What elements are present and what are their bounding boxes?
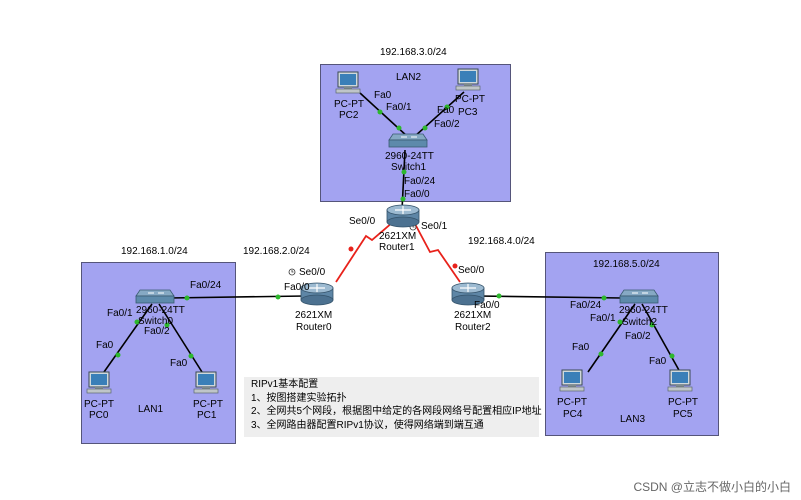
switch2-name-label: Switch2 <box>622 317 658 328</box>
switch0-name-label: Switch0 <box>138 316 174 327</box>
router2-fa00-label: Fa0/0 <box>474 300 500 311</box>
switch0-fa024-label: Fa0/24 <box>190 280 222 291</box>
router0-fa00-label: Fa0/0 <box>284 282 310 293</box>
pc4-icon[interactable] <box>559 369 585 392</box>
switch2-fa01-label: Fa0/1 <box>590 313 616 324</box>
switch0-fa02-label: Fa0/2 <box>144 326 170 337</box>
switch1-model-label: 2960-24TT <box>385 151 434 162</box>
lan3-label: LAN3 <box>620 414 646 425</box>
switch0-model-label: 2960-24TT <box>136 305 185 316</box>
pc2-port-label: Fa0 <box>374 90 392 101</box>
pc0-name-label: PC0 <box>89 410 109 421</box>
router1-name-label: Router1 <box>379 242 415 253</box>
router1-se01-label: Se0/1 <box>421 221 448 232</box>
pc3-port-label: Fa0 <box>437 105 455 116</box>
pc0-icon[interactable] <box>86 371 112 394</box>
pc4-name-label: PC4 <box>563 409 583 420</box>
switch0-fa01-label: Fa0/1 <box>107 308 133 319</box>
lan1-subnet-label: 192.168.1.0/24 <box>121 246 188 257</box>
pc3-name-label: PC3 <box>458 107 478 118</box>
pc1-type-label: PC-PT <box>193 399 223 410</box>
pc2-type-label: PC-PT <box>334 99 364 110</box>
pc5-icon[interactable] <box>667 369 693 392</box>
pc3-icon[interactable] <box>455 68 481 91</box>
router2-model-label: 2621XM <box>454 310 492 321</box>
serial-port-indicators <box>348 246 458 269</box>
pc1-icon[interactable] <box>193 371 219 394</box>
pc1-name-label: PC1 <box>197 410 217 421</box>
lan3-subnet-label: 192.168.5.0/24 <box>593 259 660 270</box>
router2-name-label: Router2 <box>455 322 491 333</box>
switch2-fa024-label: Fa0/24 <box>570 300 602 311</box>
router1-fa00-label: Fa0/0 <box>404 189 430 200</box>
wan-r0-r1-subnet-label: 192.168.2.0/24 <box>243 246 310 257</box>
notes-line1: 1、按图搭建实验拓扑 <box>251 392 347 404</box>
lan1-label: LAN1 <box>138 404 164 415</box>
pc2-name-label: PC2 <box>339 110 359 121</box>
pc5-name-label: PC5 <box>673 409 693 420</box>
switch0-icon[interactable] <box>135 289 175 304</box>
pc0-port-label: Fa0 <box>96 340 114 351</box>
pc1-port-label: Fa0 <box>170 358 188 369</box>
serial-links <box>335 221 461 283</box>
router0-model-label: 2621XM <box>295 310 333 321</box>
router1-se00-label: Se0/0 <box>349 216 376 227</box>
switch1-fa02-label: Fa0/2 <box>434 119 460 130</box>
router2-se00-label: Se0/0 <box>458 265 485 276</box>
notes-line2: 2、全网共5个网段，根据图中给定的各网段网络号配置相应IP地址 <box>251 406 542 417</box>
switch1-icon[interactable] <box>388 133 428 148</box>
pc3-type-label: PC-PT <box>455 94 485 105</box>
switch2-fa02-label: Fa0/2 <box>625 331 651 342</box>
lan2-label: LAN2 <box>396 72 422 83</box>
pc0-type-label: PC-PT <box>84 399 114 410</box>
switch1-fa024-label: Fa0/24 <box>404 176 436 187</box>
lan2-subnet-label: 192.168.3.0/24 <box>380 47 447 58</box>
router1-model-label: 2621XM <box>379 231 417 242</box>
router1-icon[interactable] <box>386 204 420 228</box>
lan3-area <box>545 252 719 436</box>
switch1-name-label: Switch1 <box>391 162 427 173</box>
notes-title: RIPv1基本配置 <box>251 379 319 390</box>
notes-line3: 3、全网路由器配置RIPv1协议，使得网络端到端互通 <box>251 419 484 431</box>
router0-se00-label: Se0/0 <box>299 267 326 278</box>
pc4-type-label: PC-PT <box>557 397 587 408</box>
pc5-type-label: PC-PT <box>668 397 698 408</box>
pc2-icon[interactable] <box>335 71 361 94</box>
config-notes: RIPv1基本配置 1、按图搭建实验拓扑 2、全网共5个网段，根据图中给定的各网… <box>244 377 542 437</box>
router0-name-label: Router0 <box>296 322 332 333</box>
pc4-port-label: Fa0 <box>572 342 590 353</box>
port-indicators <box>115 104 675 359</box>
watermark: CSDN @立志不做小白的小白 <box>633 480 791 494</box>
pc5-port-label: Fa0 <box>649 356 667 367</box>
switch2-icon[interactable] <box>619 289 659 304</box>
switch2-model-label: 2960-24TT <box>619 305 668 316</box>
switch1-fa01-label: Fa0/1 <box>386 102 412 113</box>
wan-r1-r2-subnet-label: 192.168.4.0/24 <box>468 236 535 247</box>
